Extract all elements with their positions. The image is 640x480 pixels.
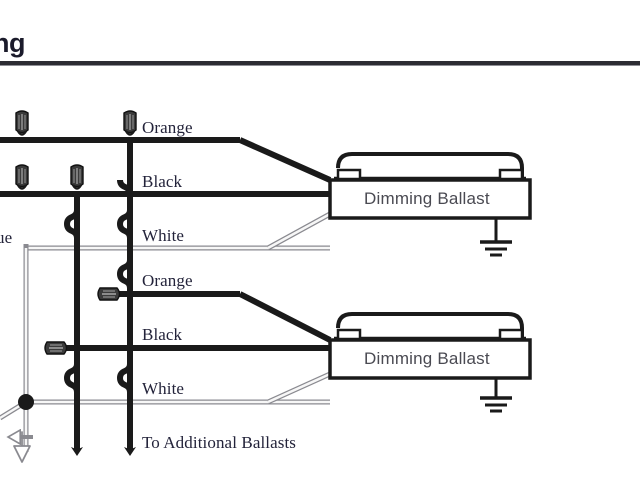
black-wire-group [0, 137, 332, 456]
wire-label-orange-2: Orange [142, 271, 193, 290]
wire-label-black-1: Black [142, 172, 183, 191]
wire-nut-icon [15, 110, 29, 136]
wire-label-blue: ue [0, 228, 13, 247]
junction-dot [18, 394, 34, 410]
header-divider [0, 61, 640, 65]
additional-ballasts-label: To Additional Ballasts [142, 433, 297, 452]
orange-wire-lead-2 [238, 291, 332, 343]
page-title: ing [0, 28, 26, 58]
wire-nut-icon [44, 341, 68, 355]
ballast-2-body [328, 338, 532, 380]
vertical-riser-orange [116, 140, 133, 444]
wire-nut-icon [15, 164, 29, 190]
wire-jog [117, 179, 133, 195]
white-wire-lead-1-core [267, 212, 331, 250]
wire-label-orange-1: Orange [142, 118, 193, 137]
wire-nut-icon [70, 164, 84, 190]
wire-label-white-1: White [142, 226, 185, 245]
wire-nut-group-horizontal [44, 287, 121, 355]
wire-nut-group-vertical [15, 110, 137, 190]
ballast-1-shell [336, 152, 524, 216]
white-wire-group [0, 211, 332, 463]
ballast-2-tab-right [498, 328, 524, 341]
wire-label-white-2: White [142, 379, 185, 398]
ballast-1-label: Dimming Ballast [364, 189, 490, 208]
ballast-2-shell [336, 312, 524, 376]
header-divider-shadow [0, 65, 640, 66]
wire-nut-icon [123, 110, 137, 136]
ballast-1-body [328, 178, 532, 220]
ballast-2[interactable] [328, 312, 532, 413]
ballast-1[interactable] [328, 152, 532, 257]
wire-nut-icon [97, 287, 121, 301]
ballast-1-tab-left [336, 168, 362, 181]
ballast-1-tab-right [498, 168, 524, 181]
ballast-2-tab-left [336, 328, 362, 341]
white-wire-lead-2-core [267, 372, 331, 404]
ballast-2-label: Dimming Ballast [364, 349, 490, 368]
wire-label-black-2: Black [142, 325, 183, 344]
hollow-down-arrow-icon [13, 431, 31, 463]
vertical-riser-black [63, 194, 80, 444]
orange-wire-lead-1 [238, 137, 332, 183]
